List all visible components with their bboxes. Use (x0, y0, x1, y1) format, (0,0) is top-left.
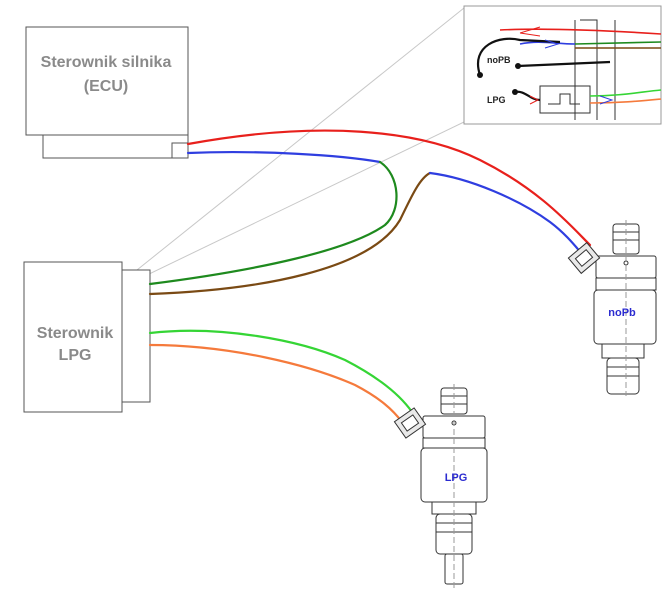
lpg-controller-connector (121, 269, 151, 403)
lpg-injector: LPG (393, 384, 488, 590)
inset-wire-red (499, 28, 662, 35)
inset-wire-green-dark (574, 41, 662, 45)
inset-lpg-label: LPG (487, 95, 506, 105)
lpg-controller-subtitle: LPG (59, 347, 92, 364)
wire-brown (148, 171, 432, 296)
ecu-connector (171, 142, 189, 159)
inset-wire-black-upper (477, 37, 561, 76)
inset-wire-orange (589, 98, 662, 104)
inset-petrol-label: noPB (487, 55, 511, 65)
inset-emulator-box (539, 85, 591, 114)
wire-green-dark (148, 160, 398, 286)
wire-green-light (148, 329, 414, 414)
wires (148, 129, 592, 424)
petrol-injector-plug (567, 241, 601, 275)
inset-wire-black-mid (517, 60, 611, 68)
lpg-injector-label: LPG (445, 472, 468, 484)
lpg-controller-title: Sterownik (37, 325, 114, 342)
inset-wire-blue (519, 41, 576, 45)
ecu-subtitle: (ECU) (84, 78, 128, 95)
petrol-injector-label: noPb (608, 307, 636, 319)
wire-blue-ecu-side (186, 151, 382, 164)
wire-red (186, 129, 592, 247)
inset-wire-green-light (589, 89, 662, 97)
wire-orange (148, 343, 404, 424)
ecu-title: Sterownik silnika (41, 54, 172, 71)
ecu-box: Sterownik silnika (ECU) (25, 26, 189, 159)
zoom-guide-lines (111, 7, 465, 291)
inset-pulse-icon (548, 93, 580, 105)
inset-detail: noPB LPG (463, 5, 662, 125)
lpg-controller-box: Sterownik LPG (23, 261, 151, 413)
lpg-injector-plug (393, 407, 427, 439)
wire-blue-injector-side (428, 171, 584, 256)
petrol-injector: noPb (567, 220, 657, 396)
